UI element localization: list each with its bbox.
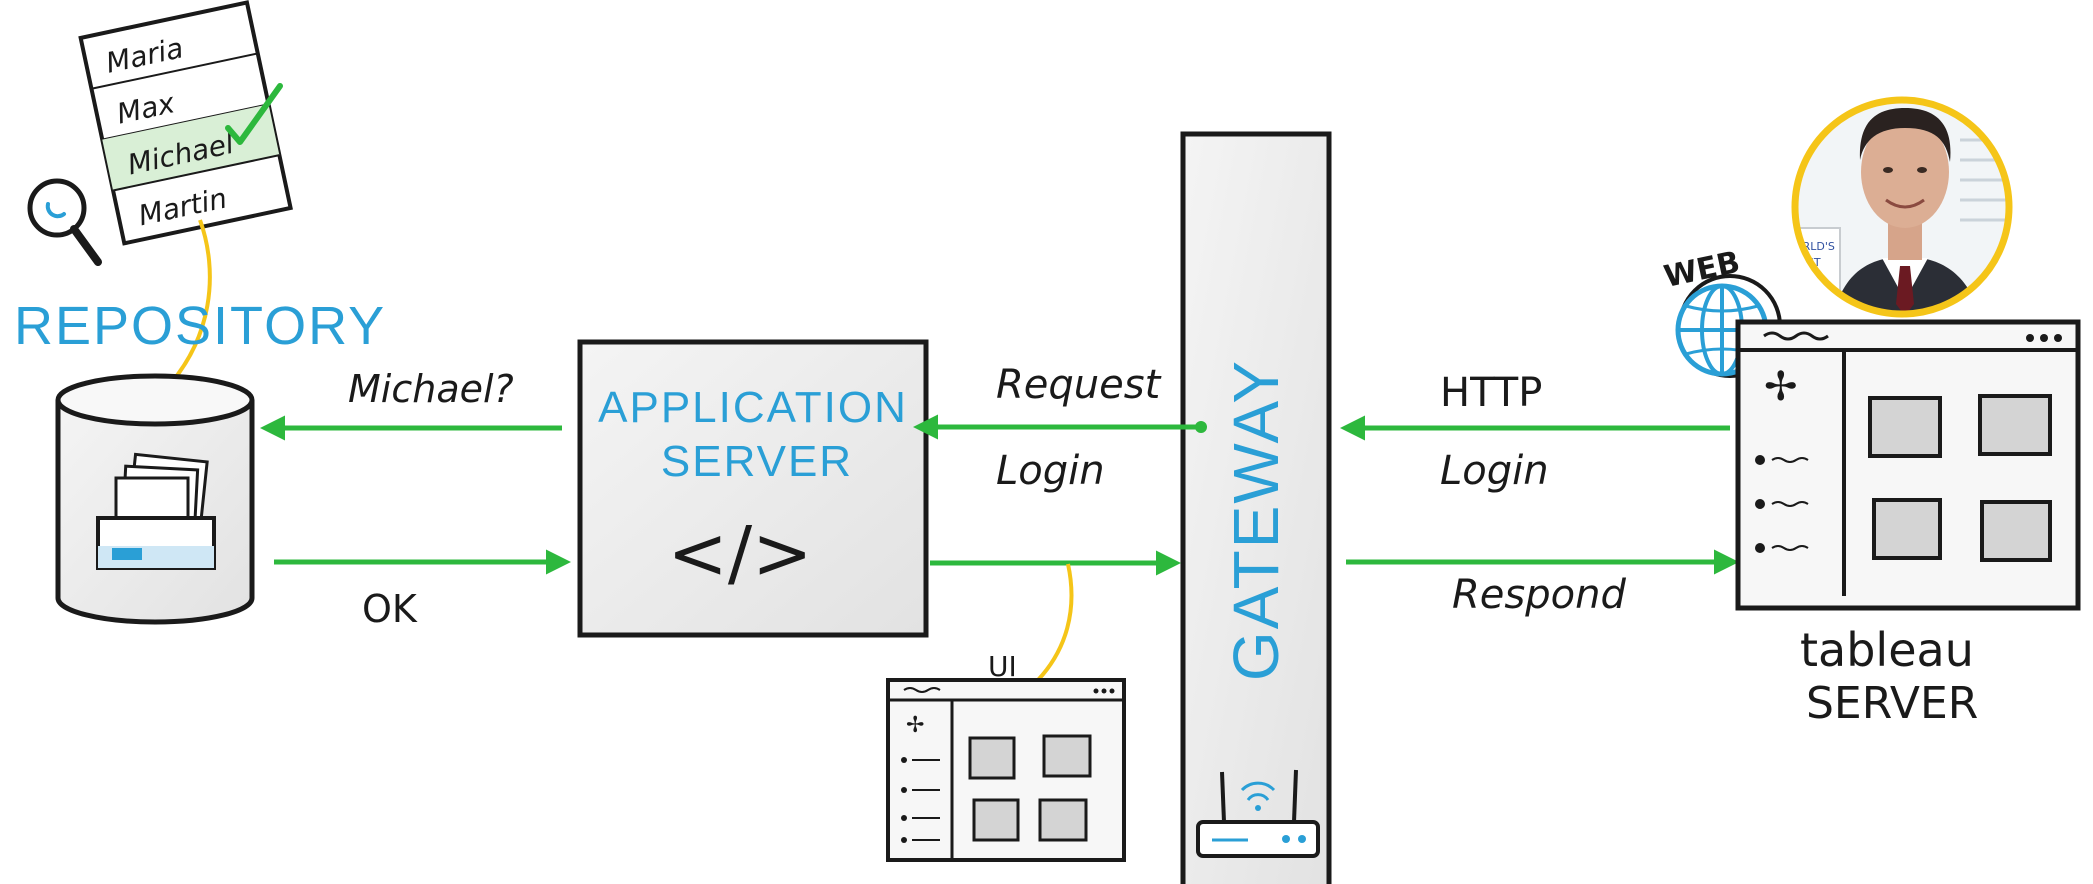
- michael-query-label: Michael?: [348, 367, 514, 411]
- tableau-label-line1: tableau: [1800, 623, 1974, 677]
- dashboard-tile: [972, 798, 1020, 842]
- dashboard-tile: [1980, 500, 2052, 562]
- user-photo: ORLD'S EST S: [1791, 96, 2013, 318]
- mug-text: S: [1806, 272, 1813, 285]
- tableau-label-line2: SERVER: [1806, 678, 1978, 729]
- dashboard-tile: [1978, 394, 2052, 456]
- checkmark-icon: [225, 83, 283, 145]
- application-server-label-line1: APPLICATION: [598, 383, 908, 432]
- dashboard-tile: [1872, 498, 1942, 560]
- gateway-label: GATEWAY: [1220, 359, 1292, 681]
- login-label-right: Login: [1440, 448, 1549, 494]
- name-list-card: Maria Max Michael Martin: [78, 0, 293, 246]
- connector-line: [1036, 563, 1074, 682]
- respond-label: Respond: [1452, 572, 1626, 618]
- dashboard-tile: [1868, 396, 1942, 458]
- arrows: [260, 414, 1739, 576]
- router-icon: [1196, 769, 1320, 858]
- tableau-logo-icon: ✢: [906, 713, 924, 738]
- ui-window: ✢: [886, 678, 1126, 862]
- login-label-left: Login: [996, 448, 1105, 494]
- highlight-row: [102, 104, 280, 191]
- folder-icon: [96, 452, 216, 570]
- repository-label: REPOSITORY: [14, 296, 386, 356]
- arrow-origin-dot: [1195, 421, 1207, 433]
- dashboard-tile: [1038, 798, 1088, 842]
- application-server-box: APPLICATION SERVER </>: [577, 339, 929, 638]
- dashboard-tile: [968, 736, 1016, 780]
- code-icon: </>: [668, 511, 813, 595]
- tableau-logo-icon: ✢: [1764, 364, 1798, 410]
- dashboard-tile: [1042, 734, 1092, 778]
- ui-label: UI: [988, 650, 1017, 683]
- ok-label: OK: [362, 587, 418, 631]
- magnifier-icon: [27, 178, 102, 266]
- request-label: Request: [996, 362, 1162, 408]
- repository-database: [55, 373, 255, 625]
- gateway-box: GATEWAY: [1180, 131, 1332, 884]
- application-server-label-line2: SERVER: [661, 437, 853, 486]
- http-label: HTTP: [1440, 370, 1542, 416]
- tableau-server-window: ✢: [1735, 319, 2081, 611]
